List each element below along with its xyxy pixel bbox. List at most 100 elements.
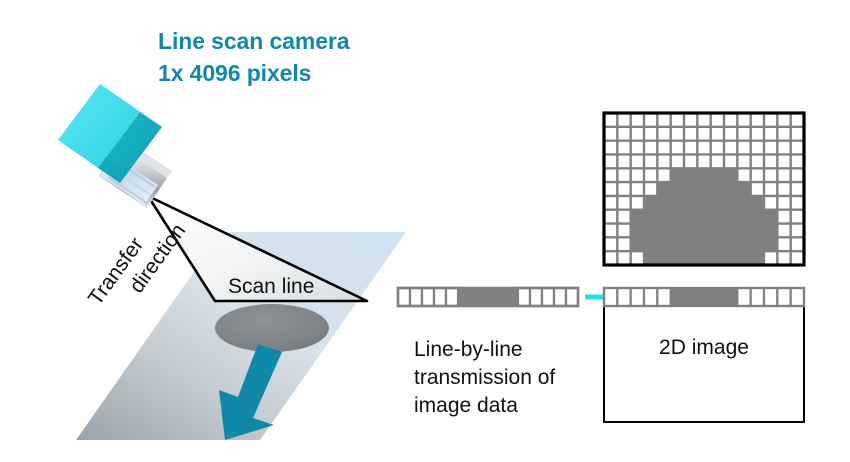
strip-cell-filled bbox=[482, 288, 495, 306]
pixel-cell bbox=[670, 168, 685, 183]
pixel-cell bbox=[750, 251, 765, 266]
pixel-cell bbox=[684, 237, 698, 252]
pixel-cell bbox=[697, 237, 712, 252]
strip-cell-filled bbox=[506, 288, 519, 306]
pixel-cell bbox=[684, 223, 698, 238]
transmission-caption: Line-by-line transmission of image data bbox=[414, 336, 555, 420]
strip-cell-empty bbox=[432, 286, 448, 308]
pixel-grid-icon bbox=[602, 111, 806, 267]
pixel-cell bbox=[670, 223, 685, 238]
pixel-cell bbox=[657, 251, 672, 266]
pixel-cell bbox=[710, 209, 725, 225]
pixel-cell bbox=[737, 251, 752, 266]
line-scan-camera-icon bbox=[58, 84, 172, 208]
strip-cell-empty bbox=[762, 286, 779, 308]
strip-cell-empty bbox=[789, 286, 806, 308]
image-box-label: 2D image bbox=[659, 336, 749, 359]
pixel-cell bbox=[644, 209, 658, 225]
pixel-cell bbox=[750, 209, 765, 225]
pixel-cell bbox=[697, 168, 712, 183]
pixel-cell bbox=[724, 168, 738, 183]
image-output-box bbox=[602, 286, 806, 423]
strip-cell-empty bbox=[736, 286, 752, 308]
pixel-cell bbox=[697, 182, 712, 197]
strip-cell-empty bbox=[629, 286, 646, 308]
pixel-cell bbox=[737, 195, 752, 211]
pixel-cell bbox=[670, 195, 685, 211]
pixel-cell bbox=[684, 182, 698, 197]
pixel-cell bbox=[684, 209, 698, 225]
pixel-cell bbox=[737, 182, 752, 197]
pixel-cell bbox=[644, 237, 658, 252]
pixel-cell bbox=[697, 209, 712, 225]
pixel-cell bbox=[750, 237, 765, 252]
transfer-direction-arrow-icon bbox=[219, 344, 282, 440]
pixel-cell bbox=[670, 251, 685, 266]
pixel-cell bbox=[710, 223, 725, 238]
strip-cell-empty bbox=[602, 286, 619, 308]
pixel-cell bbox=[657, 223, 672, 238]
light-cone-icon bbox=[146, 194, 369, 303]
pixel-cell bbox=[697, 223, 712, 238]
pixel-cell bbox=[697, 195, 712, 211]
pixel-cell bbox=[670, 209, 685, 225]
pixel-cell bbox=[737, 223, 752, 238]
caption-line-2: transmission of bbox=[414, 365, 556, 389]
strip-cell-empty bbox=[616, 286, 632, 308]
pixel-cell bbox=[657, 182, 672, 197]
pixel-cell bbox=[644, 251, 658, 266]
pixel-cell bbox=[750, 223, 765, 238]
pixel-cell bbox=[644, 195, 658, 211]
strip-cell-empty bbox=[749, 286, 766, 308]
pixel-cell bbox=[684, 168, 698, 183]
page-title: Line scan camera 1x 4096 pixels bbox=[158, 28, 350, 87]
strip-cell-filled bbox=[710, 288, 725, 306]
scanned-object-ellipse-icon bbox=[215, 304, 329, 352]
pixel-cell bbox=[750, 195, 765, 211]
caption-line-3: image data bbox=[414, 393, 518, 417]
strip-cell-empty bbox=[642, 286, 659, 308]
pixel-cell bbox=[724, 182, 738, 197]
scan-line-label: Scan line bbox=[228, 275, 315, 298]
strip-cell-empty bbox=[552, 286, 568, 308]
pixel-cell bbox=[697, 251, 712, 266]
title-line-1: Line scan camera bbox=[158, 28, 350, 54]
pixel-cell bbox=[710, 251, 725, 266]
pixel-cell bbox=[710, 237, 725, 252]
strip-cell-filled bbox=[458, 288, 471, 306]
strip-cell-empty bbox=[540, 286, 556, 308]
pixel-cell bbox=[630, 223, 645, 238]
pixel-cell bbox=[737, 209, 752, 225]
strip-cell-empty bbox=[656, 286, 672, 308]
pixel-cell bbox=[684, 195, 698, 211]
pixel-cell bbox=[710, 195, 725, 211]
pixel-cell bbox=[724, 251, 738, 266]
pixel-cell bbox=[724, 223, 738, 238]
pixel-cell bbox=[657, 195, 672, 211]
pixel-cell bbox=[644, 223, 658, 238]
pixel-cell bbox=[724, 209, 738, 225]
scan-line-strip-icon bbox=[396, 286, 580, 308]
pixel-cell bbox=[724, 195, 738, 211]
strip-cell-filled bbox=[670, 288, 685, 306]
strip-cell-filled bbox=[470, 288, 483, 306]
caption-line-1: Line-by-line bbox=[414, 338, 523, 361]
title-line-2: 1x 4096 pixels bbox=[158, 60, 312, 86]
strip-cell-filled bbox=[697, 288, 712, 306]
pixel-cell bbox=[724, 237, 738, 252]
pixel-cell bbox=[670, 237, 685, 252]
pixel-cell bbox=[764, 237, 778, 252]
pixel-cell bbox=[657, 237, 672, 252]
strip-cell-empty bbox=[420, 286, 436, 308]
pixel-cell bbox=[630, 237, 645, 252]
strip-cell-empty bbox=[564, 286, 580, 308]
pixel-cell bbox=[737, 237, 752, 252]
pixel-cell bbox=[764, 209, 778, 225]
strip-cell-filled bbox=[684, 288, 699, 306]
pixel-cell bbox=[670, 182, 685, 197]
strip-cell-filled bbox=[724, 288, 739, 306]
pixel-cell bbox=[630, 209, 645, 225]
pixel-cell bbox=[684, 251, 698, 266]
strip-cell-empty bbox=[528, 286, 544, 308]
